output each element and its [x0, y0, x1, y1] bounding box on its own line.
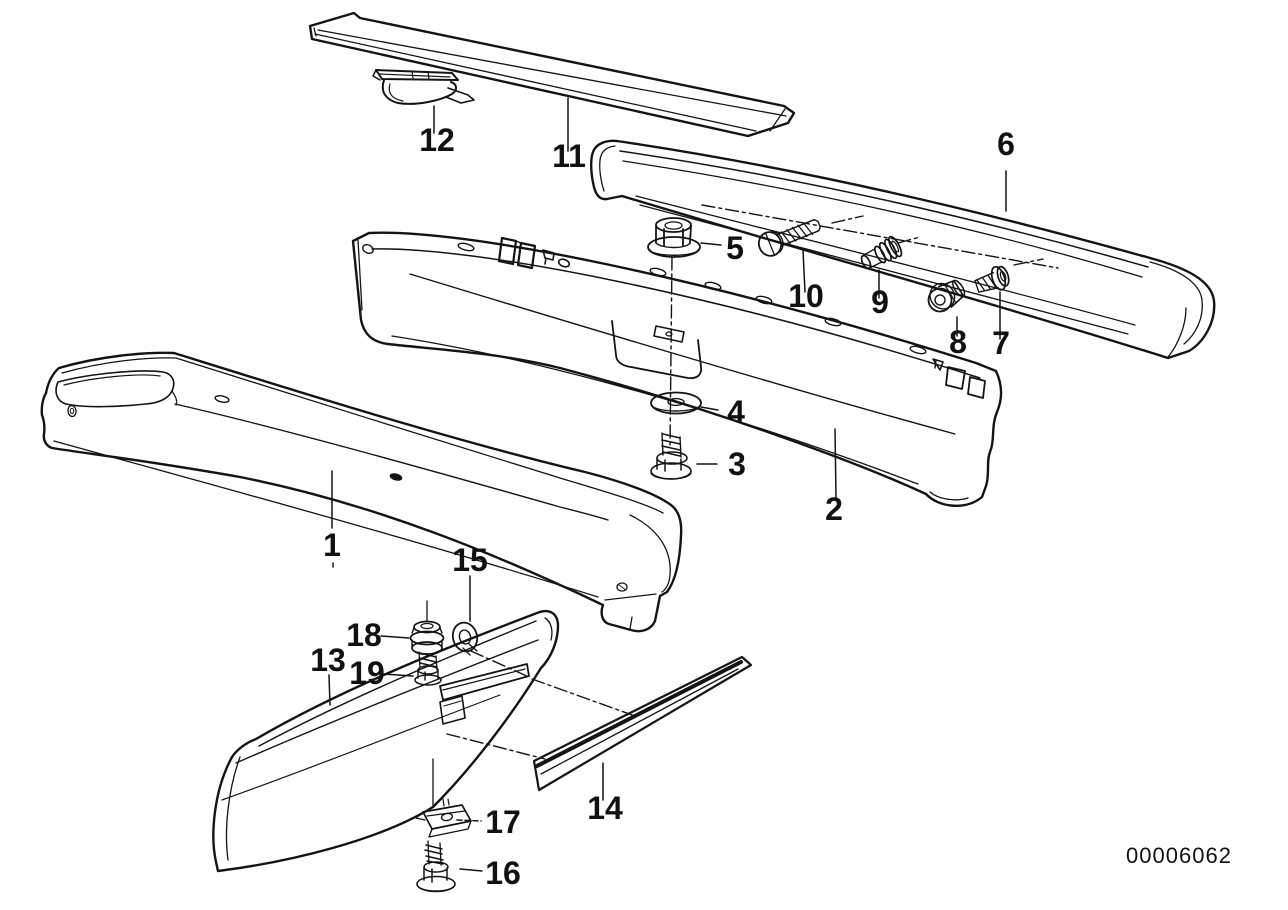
callout-labels: 1 2 3 4 5 6 7 8 9 10 11 12 13 14 15 16 1…	[310, 122, 1015, 891]
centerlines	[446, 204, 1059, 760]
callout-15: 15	[452, 542, 488, 578]
part-1-bumper-cover	[40, 351, 683, 633]
part-2-carrier	[351, 231, 1003, 507]
fastener-3-bolt	[650, 432, 692, 480]
fastener-5-nut	[647, 217, 701, 258]
callout-4: 4	[727, 394, 745, 430]
part-13-valance	[212, 609, 560, 873]
fastener-15-grommet	[451, 621, 479, 656]
callout-6: 6	[997, 126, 1015, 162]
callout-17: 17	[485, 804, 521, 840]
carrier-slots	[457, 242, 927, 355]
part-14-strip	[532, 655, 753, 792]
callout-13: 13	[310, 642, 346, 678]
callout-12: 12	[419, 122, 455, 158]
fastener-17-clip-nut	[415, 798, 472, 838]
fastener-18-buffer	[409, 620, 445, 656]
callout-5: 5	[726, 230, 744, 266]
part-12-clip	[372, 69, 475, 105]
callout-8: 8	[949, 324, 967, 360]
part-6-trim-strip	[590, 139, 1216, 360]
part-11-strip	[308, 11, 796, 138]
fastener-8-nut	[927, 279, 966, 313]
fastener-19-screw	[414, 651, 442, 686]
callout-14: 14	[587, 790, 623, 826]
fastener-10-screw	[757, 218, 821, 257]
fastener-16-screw	[416, 840, 456, 893]
fastener-7-screw	[974, 265, 1010, 293]
drawing-number: 00006062	[1126, 843, 1232, 868]
callout-10: 10	[788, 278, 824, 314]
callout-11: 11	[552, 138, 586, 174]
callout-9: 9	[871, 284, 889, 320]
callout-3: 3	[728, 446, 746, 482]
leader-lines	[328, 97, 1007, 872]
callout-1: 1	[323, 527, 341, 563]
carrier-cutouts	[497, 236, 986, 399]
assembly-lines	[426, 600, 434, 807]
callout-7: 7	[992, 325, 1010, 361]
callout-2: 2	[825, 491, 843, 527]
callout-18: 18	[346, 617, 382, 653]
fastener-9-plug	[860, 235, 903, 270]
callout-16: 16	[485, 855, 521, 891]
fastener-4-washer	[650, 391, 702, 415]
callout-19: 19	[349, 655, 385, 691]
